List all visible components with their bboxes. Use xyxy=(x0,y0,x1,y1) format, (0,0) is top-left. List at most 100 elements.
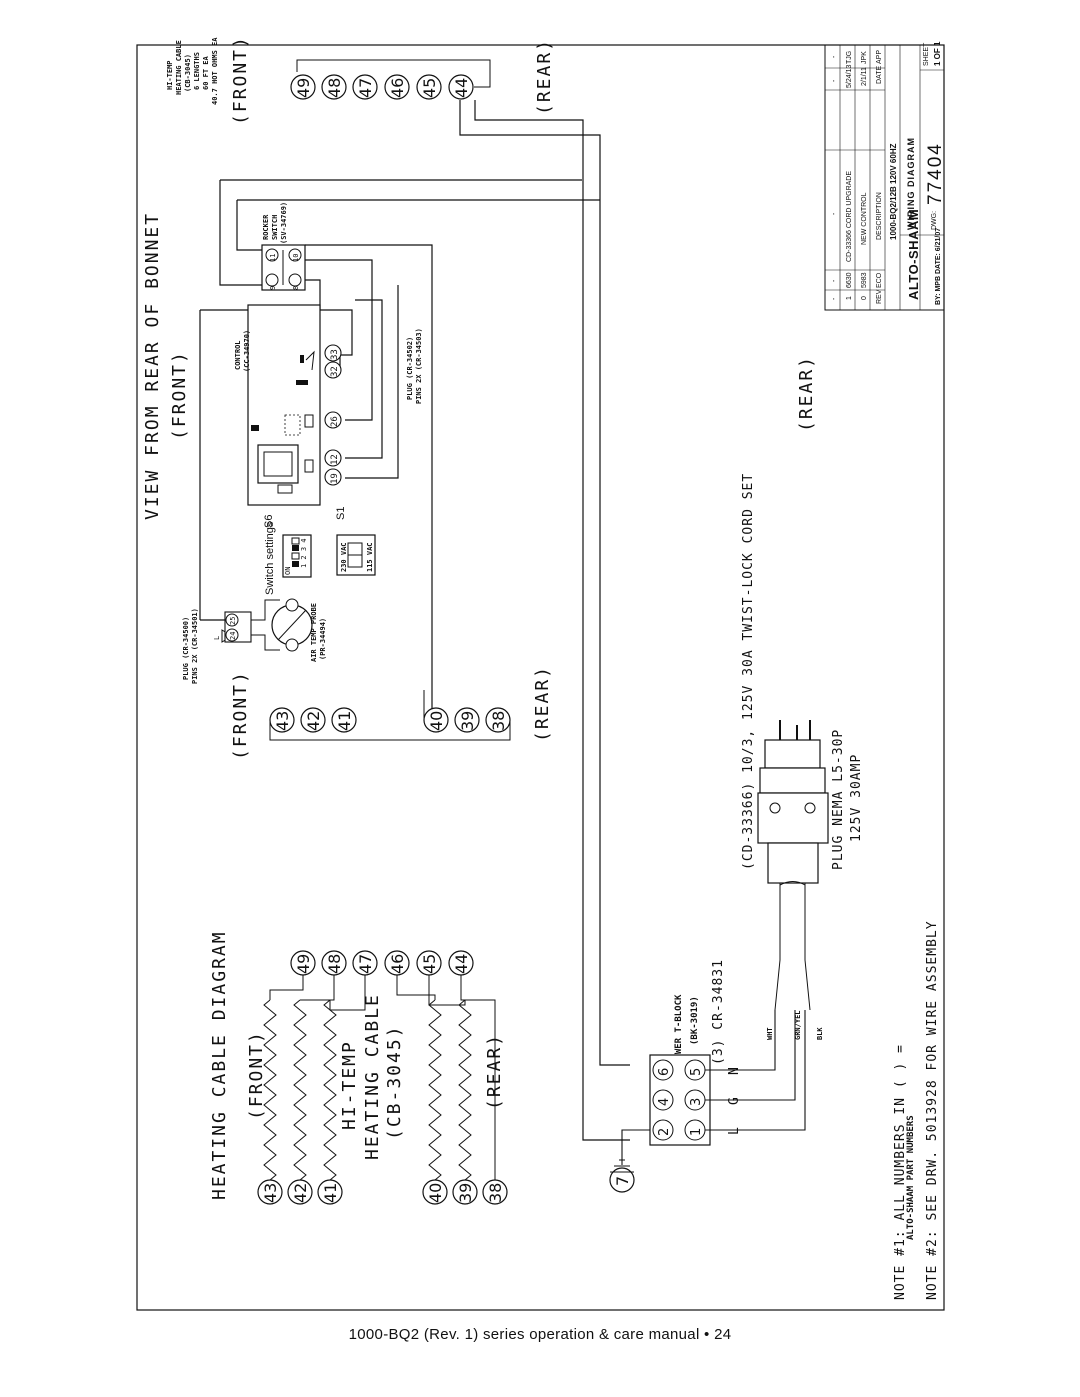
tblock-letter-l: L xyxy=(727,1126,742,1135)
tblock-letter-g: G xyxy=(727,1096,742,1105)
tb-dwg-label: DWG: xyxy=(931,211,938,230)
switch-s1: S1 xyxy=(335,507,347,520)
terminal-45-top-label: 45 xyxy=(420,78,439,98)
rocker-label-1: ROCKER xyxy=(262,214,270,240)
heating-terminal-38: 38 xyxy=(486,1183,505,1203)
rocker-pin-8: 8 xyxy=(292,286,300,290)
top-rear-label: (REAR) xyxy=(534,38,555,115)
switch-s6: S6 xyxy=(263,515,275,528)
terminal-46-top-label: 46 xyxy=(388,78,407,98)
tblock-pin-5: 5 xyxy=(689,1068,704,1076)
tb-sheet-label: SHEET xyxy=(923,42,930,66)
top-note-line4: 6 LENGTHS xyxy=(193,52,201,90)
tb-row1-rev: 1 xyxy=(846,296,853,300)
terminal-48-top-label: 48 xyxy=(325,78,344,98)
terminal-39-left: 39 xyxy=(458,711,477,731)
terminal-42-left: 42 xyxy=(304,711,323,731)
control-pin-33: 33 xyxy=(330,349,340,360)
heating-line1: HI-TEMP xyxy=(339,1040,360,1130)
tb-row1-date: 5/24/13 xyxy=(846,65,853,88)
terminal-43-left: 43 xyxy=(273,711,292,731)
ground-terminal-7: 7 xyxy=(613,1176,632,1186)
top-terminal-group: 49 48 47 46 45 44 xyxy=(290,59,491,100)
tb-row2-rev: 0 xyxy=(861,296,868,300)
tblock-letter-n: N xyxy=(727,1066,742,1075)
switch-settings-title: Switch settings xyxy=(264,521,276,595)
switch-on: ON xyxy=(284,567,292,575)
terminal-49-top xyxy=(290,74,316,100)
heating-terminal-39: 39 xyxy=(456,1183,475,1203)
terminal-38-left: 38 xyxy=(489,711,508,731)
title-block: - - - - - 1 6630 CD-33366 CORD UPGRADE 5… xyxy=(824,41,946,311)
terminal-45-top xyxy=(416,74,442,100)
terminal-49-top-label: 49 xyxy=(294,78,313,98)
control-pin-12: 12 xyxy=(330,454,340,465)
control-plug-label-2: PINS 2X (CR-34503) xyxy=(415,328,423,404)
left-rear-label: (REAR) xyxy=(532,665,553,742)
switch-nums: 1 2 3 4 xyxy=(300,538,308,568)
tblock-pin-4: 4 xyxy=(657,1098,672,1106)
tb-row0-desc: - xyxy=(831,212,838,215)
control-plug-label-1: PLUG (CR-34502) xyxy=(406,337,414,400)
heating-front-label: (FRONT) xyxy=(246,1030,267,1120)
tb-row2-app: JPK xyxy=(861,51,868,64)
control-pin-19: 19 xyxy=(330,473,340,484)
tb-row0-app: - xyxy=(831,55,838,58)
rocker-pin-11: 11 xyxy=(269,254,277,262)
terminal-47-top xyxy=(352,74,378,100)
heating-terminal-43: 43 xyxy=(261,1183,280,1203)
plug-label-1: PLUG NEMA L5-30P xyxy=(831,729,846,870)
tb-row3-date: DATE xyxy=(876,66,883,84)
tblock-label-3: (3) CR-34831 xyxy=(711,959,726,1065)
heating-terminal-49: 49 xyxy=(294,954,313,974)
control-board: CONTROL (CC-34970) 19 12 26 32 33 PLUG (… xyxy=(234,304,423,506)
control-label-1: CONTROL xyxy=(234,340,242,370)
sheet-border xyxy=(136,44,945,1311)
heating-diagram-title: HEATING CABLE DIAGRAM xyxy=(209,930,230,1200)
tb-row3-rev: REV xyxy=(876,289,883,304)
terminal-44-top xyxy=(448,74,474,100)
heating-terminal-45: 45 xyxy=(420,954,439,974)
tblock-pin-6: 6 xyxy=(657,1068,672,1076)
probe-l: L xyxy=(213,636,221,640)
tb-by: BY: MPB DATE: 6/21/07 xyxy=(935,228,942,305)
heating-terminal-42: 42 xyxy=(291,1183,310,1203)
left-terminal-group: 43 42 41 40 39 38 xyxy=(269,690,511,741)
tb-diagram: WIRING DIAGRAM xyxy=(906,137,916,230)
power-tblock: POWER T-BLOCK (BK-3019) (3) CR-34831 6 4… xyxy=(609,959,824,1193)
tb-row1-app: TJG xyxy=(846,51,853,64)
cord-rear-label: (REAR) xyxy=(796,355,817,432)
switch-230vac: 230 VAC xyxy=(340,542,348,572)
wires xyxy=(199,100,630,1141)
left-front-label: (FRONT) xyxy=(230,670,251,760)
switch-settings: Switch settings S6 S1 ON 1 2 3 4 230 VAC… xyxy=(263,507,376,595)
tb-dwg-number: 77404 xyxy=(925,142,946,205)
rocker-switch: 9 11 8 10 ROCKER SWITCH (SV-34769) xyxy=(261,202,306,291)
terminal-48-top xyxy=(321,74,347,100)
heating-terminal-47: 47 xyxy=(356,954,375,974)
tb-sheet: 1 OF 1 xyxy=(933,41,942,66)
wire-blk: BLK xyxy=(816,1027,824,1040)
probe-plug-label-1: PLUG (CR-34500) xyxy=(182,617,190,680)
heating-terminal-41: 41 xyxy=(321,1183,340,1203)
rocker-pin-10: 10 xyxy=(292,254,300,262)
top-front-label: (FRONT) xyxy=(230,35,251,125)
switch-115vac: 115 VAC xyxy=(366,542,374,572)
terminal-41-left: 41 xyxy=(335,711,354,731)
tb-row3-desc: DESCRIPTION xyxy=(876,192,883,240)
tb-row3-eco: ECO xyxy=(876,272,883,288)
cord-title: (CD-33366) 10/3, 125V 30A TWIST-LOCK COR… xyxy=(741,473,756,870)
tb-row0-eco: - xyxy=(831,279,838,282)
rocker-pin-9: 9 xyxy=(269,286,277,290)
tb-row1-eco: 6630 xyxy=(846,272,853,288)
probe-label-1: AIR TEMP PROBE xyxy=(310,603,318,662)
heating-terminal-46: 46 xyxy=(388,954,407,974)
tblock-pin-3: 3 xyxy=(689,1098,704,1106)
terminal-47-top-label: 47 xyxy=(356,78,375,98)
tb-row1-desc: CD-33366 CORD UPGRADE xyxy=(846,171,853,262)
top-note-line6: 40.7 HOT OHMS EA xyxy=(211,37,219,105)
top-note-line3: (CB-3045) xyxy=(184,54,192,92)
tb-row0-date: - xyxy=(831,79,838,82)
rocker-label-3: (SV-34769) xyxy=(280,202,288,244)
